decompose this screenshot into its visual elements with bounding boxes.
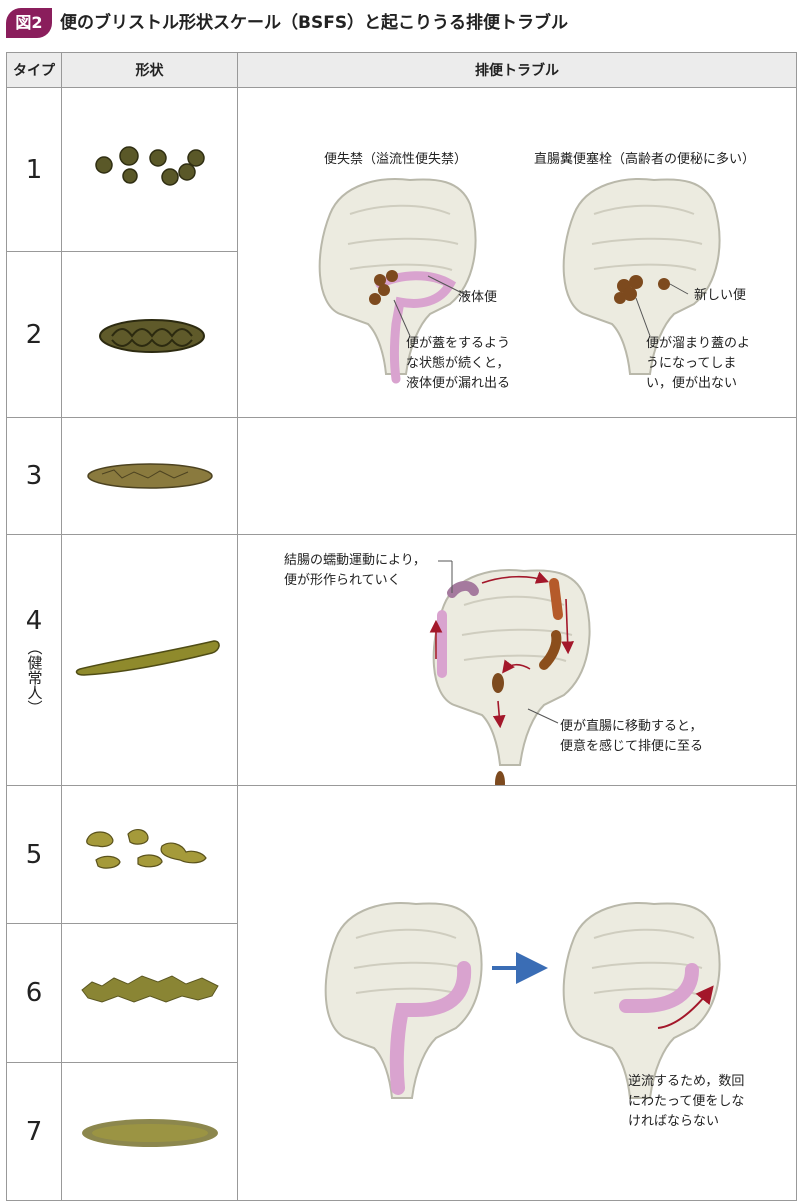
table-row-type-4: 4 （健常人）	[6, 534, 797, 786]
incontinence-title: 便失禁（溢流性便失禁）	[324, 152, 468, 167]
rectum-desc-1: 便が直腸に移動すると，	[560, 719, 703, 734]
peristalsis-desc-1: 結腸の蠕動運動により，	[284, 553, 426, 568]
type-number: 5	[25, 839, 43, 870]
rectum-desc-2: 便意を感じて排便に至る	[560, 739, 704, 754]
trouble-cell-type-3	[237, 417, 797, 535]
constipation-illustration	[318, 178, 721, 384]
type-cell-5: 5	[6, 785, 62, 924]
shape-cell-3	[61, 417, 238, 535]
type-number: 6	[25, 978, 43, 1008]
stool-type-5-illustration	[86, 829, 207, 869]
colon-diagram-incontinence	[318, 178, 477, 384]
table-row-type-6: 6	[6, 923, 797, 1063]
table-row-type-5: 5	[6, 785, 797, 1201]
figure-header: 図2 便のブリストル形状スケール（BSFS）と起こりうる排便トラブル	[0, 0, 800, 48]
diarrhea-desc-1: 逆流するため，数回	[628, 1074, 745, 1089]
bsfs-table: タイプ 形状 排便トラブル 1	[6, 52, 797, 1201]
type-cell-6: 6	[6, 923, 62, 1063]
impaction-desc-2: うになってしま	[646, 356, 737, 371]
stool-type-2-illustration	[99, 319, 205, 353]
shape-cell-1	[61, 87, 238, 252]
type-cell-4: 4 （健常人）	[6, 534, 62, 786]
incontinence-desc-2: な状態が続くと，	[406, 356, 510, 371]
type-number: 2	[25, 319, 43, 350]
trouble-cell-types-5-7: 逆流するため，数回 にわたって便をしな ければならない	[237, 785, 797, 1201]
trouble-cell-types-1-2: 便失禁（溢流性便失禁） 直腸糞便塞栓（高齢者の便秘に多い） 液体便 便が蓋をする…	[237, 87, 797, 418]
table-row-type-7: 7	[6, 1062, 797, 1201]
diarrhea-desc-2: にわたって便をしな	[628, 1094, 745, 1109]
incontinence-desc-3: 液体便が漏れ出る	[406, 376, 511, 391]
table-row-type-2: 2	[6, 251, 797, 418]
type-cell-2: 2	[6, 251, 62, 418]
liquid-stool-label: 液体便	[458, 290, 498, 305]
header-type: タイプ	[6, 52, 62, 88]
peristalsis-desc-2: 便が形作られていく	[284, 573, 401, 588]
type-cell-1: 1	[6, 87, 62, 252]
stool-type-6-illustration	[81, 975, 219, 1003]
shape-cell-4	[61, 534, 238, 786]
type-number: 1	[25, 154, 43, 185]
new-stool-label: 新しい便	[694, 288, 747, 303]
stool-type-7-illustration	[82, 1119, 218, 1147]
figure-title: 便のブリストル形状スケール（BSFS）と起こりうる排便トラブル	[60, 13, 569, 33]
header-row: タイプ 形状 排便トラブル	[6, 52, 797, 88]
impaction-title: 直腸糞便塞栓（高齢者の便秘に多い）	[534, 152, 756, 167]
table-row-type-1: 1	[6, 87, 797, 418]
trouble-cell-type-4: 結腸の蠕動運動により， 便が形作られていく 便が直腸に移動すると， 便意を感じて…	[237, 534, 797, 786]
impaction-desc-3: い，便が出ない	[646, 376, 738, 391]
colon-diagram-impaction	[562, 178, 721, 375]
table-row-type-3: 3	[6, 417, 797, 535]
diarrhea-illustration	[324, 902, 721, 1099]
impaction-desc-1: 便が溜まり蓋のよ	[646, 336, 751, 351]
header-shape: 形状	[61, 52, 238, 88]
normal-defecation-illustration	[429, 560, 591, 785]
shape-cell-6	[61, 923, 238, 1063]
incontinence-desc-1: 便が蓋をするよう	[406, 336, 511, 351]
shape-cell-2	[61, 251, 238, 418]
shape-cell-5	[61, 785, 238, 924]
stool-type-4-illustration	[75, 640, 220, 676]
stool-type-1-illustration	[95, 146, 205, 186]
shape-cell-7	[61, 1062, 238, 1201]
type-cell-3: 3	[6, 417, 62, 535]
type-number: 4	[25, 605, 43, 636]
type-number: 3	[25, 461, 43, 491]
figure-badge: 図2	[6, 8, 52, 38]
diarrhea-desc-3: ければならない	[628, 1114, 720, 1129]
type-cell-7: 7	[6, 1062, 62, 1201]
type-number: 7	[25, 1116, 43, 1147]
header-trouble: 排便トラブル	[237, 52, 797, 88]
healthy-note: （健常人）	[25, 639, 44, 715]
stool-type-3-illustration	[87, 463, 213, 489]
